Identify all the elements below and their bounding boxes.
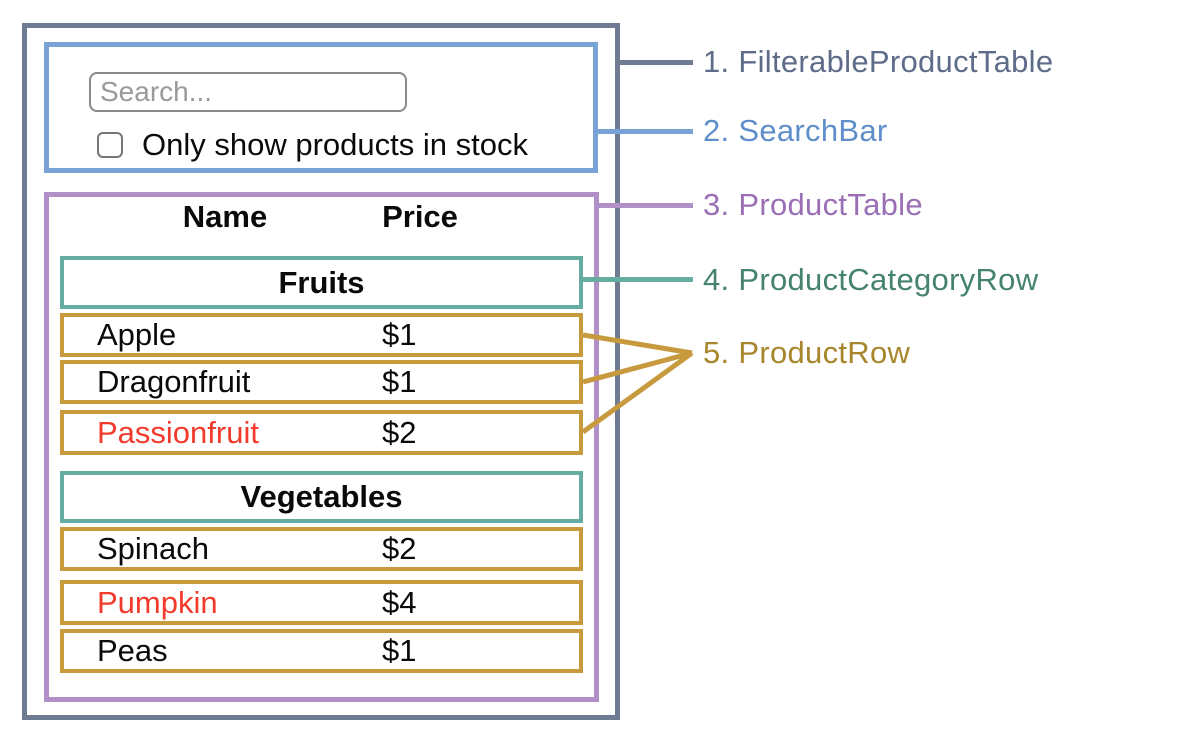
product-name: Spinach [97,531,210,566]
product-price: $2 [382,531,417,566]
category-row-vegetables: Vegetables [60,471,583,523]
product-price: $1 [382,364,417,399]
search-input[interactable] [89,72,407,112]
legend-label-filterable-product-table: 1. FilterableProductTable [703,44,1054,79]
product-name: Pumpkin [97,584,218,620]
product-row-pumpkin: Pumpkin $4 [60,580,583,625]
product-price: $1 [382,317,417,352]
product-row-spinach: Spinach $2 [60,527,583,571]
connector-lines-product-row [583,332,694,435]
legend-label-product-category-row: 4. ProductCategoryRow [703,262,1039,297]
product-row-apple: Apple $1 [60,313,583,357]
legend-label-product-table: 3. ProductTable [703,187,923,222]
in-stock-checkbox[interactable] [97,132,123,158]
product-price: $1 [382,633,417,668]
product-name: Passionfruit [97,414,259,450]
category-row-fruits: Fruits [60,256,583,309]
product-name: Peas [97,633,168,668]
in-stock-checkbox-label: Only show products in stock [142,127,528,162]
column-header-price: Price [382,199,458,234]
legend-label-product-row: 5. ProductRow [703,335,911,370]
column-header-name: Name [182,199,268,234]
product-row-passionfruit: Passionfruit $2 [60,410,583,455]
product-row-peas: Peas $1 [60,629,583,673]
product-name: Apple [97,317,177,352]
connector-line-filterable-product-table [617,60,693,65]
connector-line-search-bar [597,129,693,134]
product-price: $2 [382,414,417,450]
connector-line-product-category-row [583,277,693,282]
product-row-dragonfruit: Dragonfruit $1 [60,360,583,404]
connector-line-product-table [597,203,693,208]
product-name: Dragonfruit [97,364,251,399]
product-price: $4 [382,584,417,620]
legend-label-search-bar: 2. SearchBar [703,113,888,148]
